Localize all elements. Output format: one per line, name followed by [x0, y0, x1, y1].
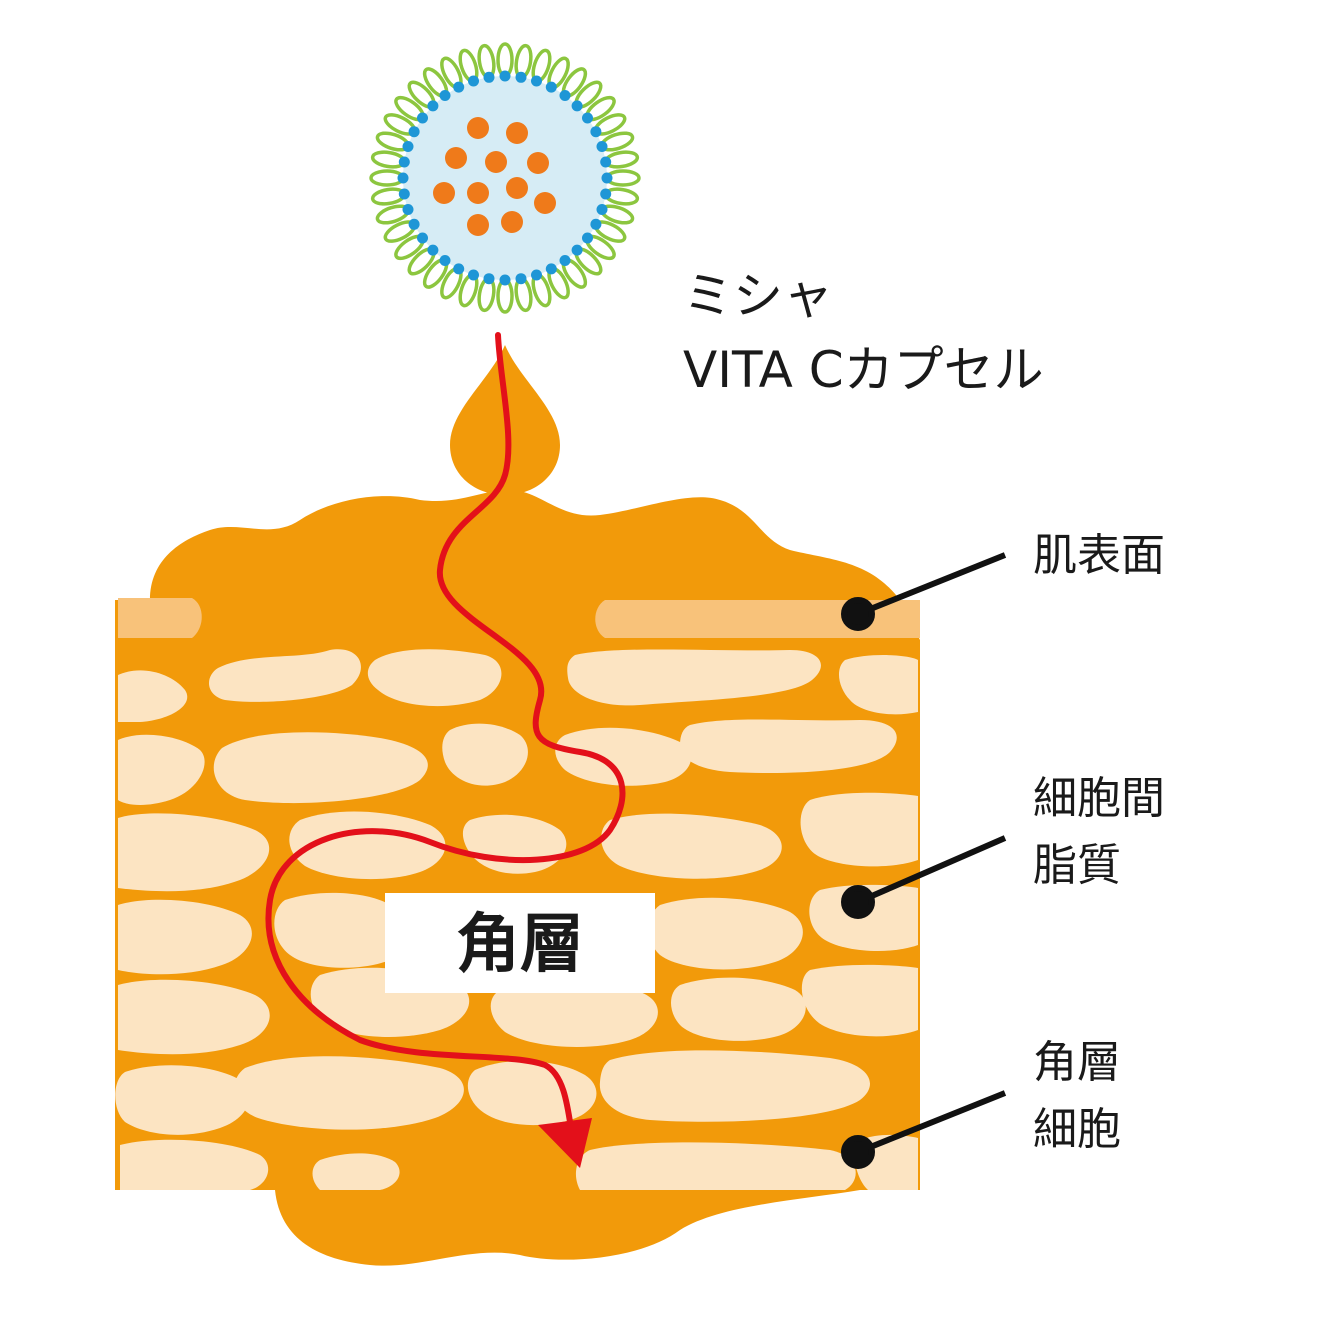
membrane-head-dot: [572, 100, 583, 111]
label-intercellular-lipid-1: 細胞間: [1033, 773, 1165, 824]
membrane-head-dot: [500, 275, 511, 286]
membrane-head-dot: [484, 273, 495, 284]
center-label: 角層: [456, 908, 584, 982]
membrane-head-dot: [600, 157, 611, 168]
membrane-head-dot: [409, 219, 420, 230]
membrane-head-dot: [582, 233, 593, 244]
corneocyte-cell: [313, 1153, 400, 1190]
membrane-head-dot: [546, 82, 557, 93]
membrane-head-dot: [398, 173, 409, 184]
membrane-head-dot: [453, 263, 464, 274]
vitamin-c-dot: [485, 151, 507, 173]
membrane-head-dot: [531, 76, 542, 87]
vitamin-c-dot: [467, 214, 489, 236]
center-label-box: 角層: [385, 893, 655, 993]
membrane-head-dot: [399, 189, 410, 200]
membrane-head-dot: [602, 173, 613, 184]
leader-dot-intercellular-lipid: [844, 888, 872, 916]
membrane-head-dot: [572, 245, 583, 256]
membrane-head-dot: [427, 245, 438, 256]
capsule-name-line2: VITA Cカプセル: [683, 341, 1044, 399]
leader-dot-corneocyte: [844, 1138, 872, 1166]
vitamin-c-dot: [534, 192, 556, 214]
corneocyte-cell: [600, 1050, 870, 1121]
vita-c-capsule: [371, 44, 639, 312]
membrane-head-dot: [597, 204, 608, 215]
vitamin-c-dot: [501, 211, 523, 233]
corneocyte-cell: [671, 978, 806, 1041]
membrane-head-dot: [468, 270, 479, 281]
vitamin-c-dot: [506, 177, 528, 199]
corneocyte-cell: [801, 793, 918, 867]
membrane-head-dot: [409, 126, 420, 137]
membrane-head-dot: [427, 100, 438, 111]
corneocyte-cell: [234, 1056, 464, 1129]
vitamin-c-dot: [467, 117, 489, 139]
membrane-head-dot: [453, 82, 464, 93]
vitamin-c-dot: [527, 152, 549, 174]
vitamin-c-dot: [506, 122, 528, 144]
membrane-head-dot: [560, 255, 571, 266]
capsule-name-line1: ミシャ: [683, 267, 833, 325]
membrane-head-dot: [440, 255, 451, 266]
membrane-head-dot: [440, 90, 451, 101]
label-corneocyte-2: 細胞: [1033, 1104, 1121, 1155]
membrane-head-dot: [582, 113, 593, 124]
membrane-head-dot: [417, 113, 428, 124]
membrane-head-dot: [500, 71, 511, 82]
vitamin-c-dot: [467, 182, 489, 204]
membrane-head-dot: [560, 90, 571, 101]
vitamin-c-dot: [445, 147, 467, 169]
membrane-head-dot: [516, 273, 527, 284]
membrane-head-dot: [417, 233, 428, 244]
label-intercellular-lipid-2: 脂質: [1033, 840, 1121, 891]
membrane-head-dot: [516, 72, 527, 83]
membrane-head-dot: [600, 189, 611, 200]
membrane-head-dot: [597, 141, 608, 152]
membrane-head-dot: [403, 141, 414, 152]
label-corneocyte-1: 角層: [1033, 1037, 1121, 1088]
surface-band-left: [118, 598, 202, 638]
membrane-head-dot: [403, 204, 414, 215]
membrane-head-dot: [546, 263, 557, 274]
leader-dot-skin-surface: [844, 600, 872, 628]
label-skin-surface: 肌表面: [1033, 530, 1165, 581]
membrane-head-dot: [590, 126, 601, 137]
membrane-head-dot: [590, 219, 601, 230]
corneocyte-cell: [649, 898, 803, 970]
membrane-head-dot: [484, 72, 495, 83]
membrane-head-dot: [399, 157, 410, 168]
membrane-head-dot: [531, 270, 542, 281]
corneocyte-cell: [576, 1142, 856, 1190]
membrane-head-dot: [468, 76, 479, 87]
vitamin-c-dot: [433, 182, 455, 204]
